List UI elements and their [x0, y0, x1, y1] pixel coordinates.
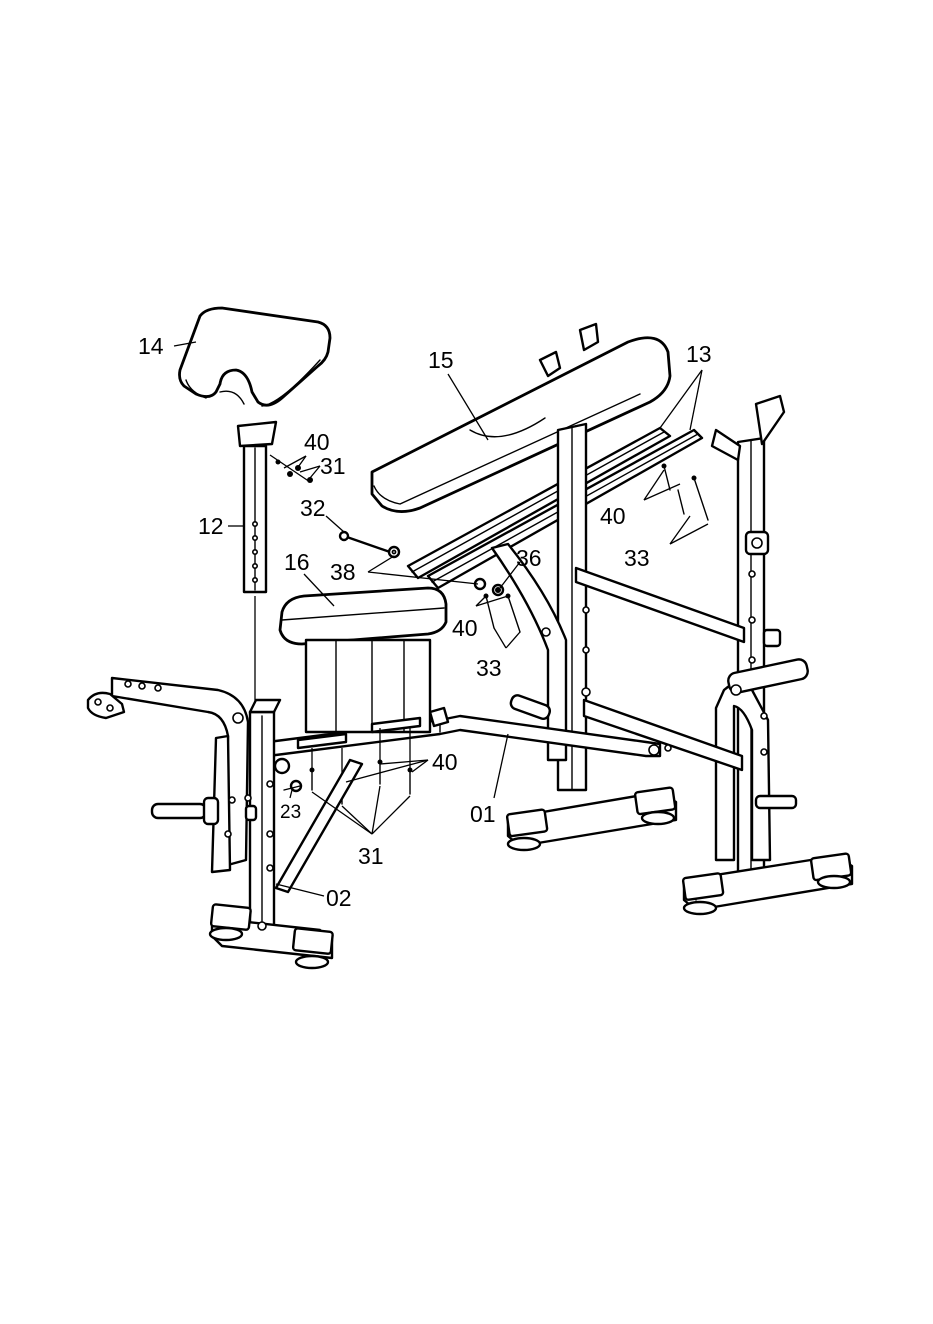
post-fasteners [270, 455, 313, 483]
label-13: 13 [686, 341, 712, 367]
right-bolts-33 [662, 464, 709, 521]
leg-curl-arm [88, 678, 251, 872]
label-14: 14 [138, 333, 164, 359]
right-foot [683, 853, 852, 914]
preacher-pad-15 [372, 338, 670, 512]
mid-bolts-33 [484, 594, 521, 633]
label-40-mid: 40 [452, 615, 478, 641]
label-38: 38 [330, 559, 356, 585]
label-33-right: 33 [624, 545, 650, 571]
label-23: 23 [280, 802, 301, 823]
label-12: 12 [198, 513, 224, 539]
label-31-seat: 31 [358, 843, 384, 869]
label-40-right: 40 [600, 503, 626, 529]
label-02: 02 [326, 885, 352, 911]
center-foot [507, 787, 676, 850]
knob-23 [275, 759, 301, 791]
label-32: 32 [300, 495, 326, 521]
label-15: 15 [428, 347, 454, 373]
label-40-post: 40 [304, 429, 330, 455]
label-31-post: 31 [320, 453, 346, 479]
pad-post-12 [238, 422, 276, 712]
seat-16 [280, 588, 446, 748]
label-01: 01 [470, 801, 496, 827]
label-33-mid: 33 [476, 655, 502, 681]
label-40-seat: 40 [432, 749, 458, 775]
label-16: 16 [284, 549, 310, 575]
arm-curl-pad-14 [180, 308, 331, 406]
label-36: 36 [516, 545, 542, 571]
